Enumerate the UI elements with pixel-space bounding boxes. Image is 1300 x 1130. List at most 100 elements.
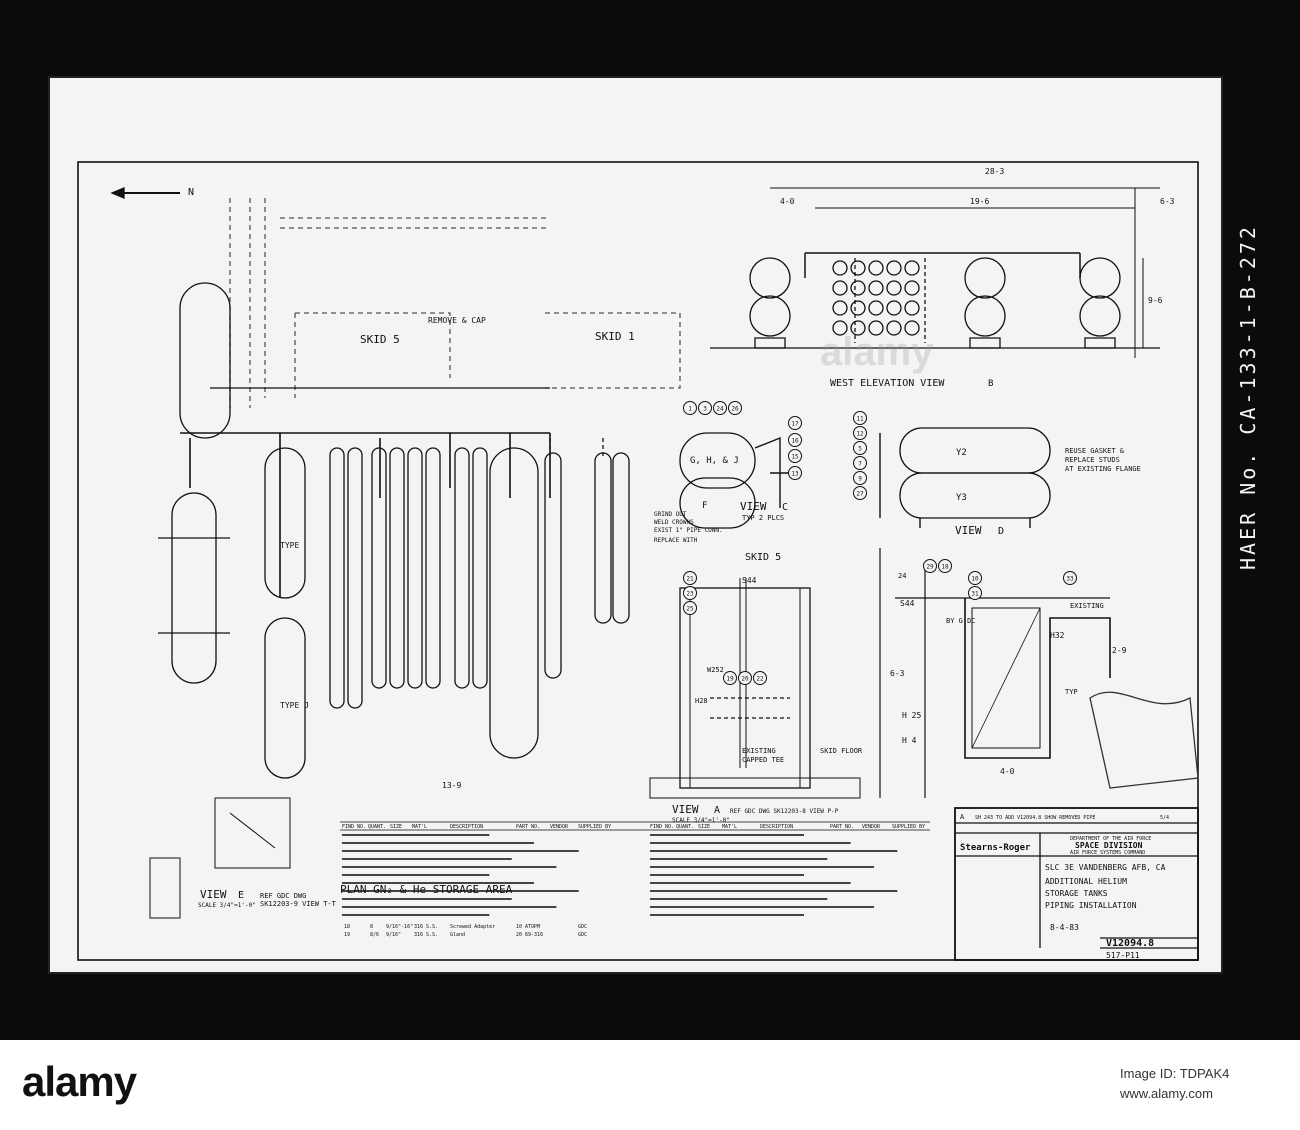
bom-h-matl: MAT'L: [412, 824, 427, 830]
bom-row-line: [650, 834, 804, 836]
bom-rh-sup: SUPPLIED BY: [892, 824, 925, 830]
bom-19-desc: Gland: [450, 932, 465, 938]
view-e-title: VIEW: [200, 888, 227, 901]
view-a-ref: REF GDC DWG SK12203-8 VIEW P-P: [730, 808, 839, 815]
drawing-number: V12094.8: [1106, 938, 1154, 949]
small-cylinder: [850, 320, 866, 336]
skid5-label: SKID 5: [360, 333, 400, 346]
callout-number: 3: [703, 406, 707, 413]
dim-4-0: 4-0: [780, 197, 795, 206]
small-cylinder: [904, 320, 920, 336]
view-d-title: VIEW: [955, 524, 982, 537]
h28-label: H28: [695, 697, 708, 705]
site-name: SLC 3E VANDENBERG AFB, CA: [1045, 863, 1166, 872]
dim-6-3: 6-3: [1160, 197, 1175, 206]
tank-f-label: F: [702, 501, 707, 511]
dim-4-0b: 4-0: [1000, 767, 1015, 776]
callout-circle: [683, 401, 697, 415]
bom-h-vendor: VENDOR: [550, 824, 569, 830]
dim-6-3b: 6-3: [890, 669, 905, 678]
tank-y2-label: Y2: [956, 448, 967, 458]
small-cylinder: [886, 260, 902, 276]
tank-ghj-label: G, H, & J: [690, 456, 739, 466]
view-c-sub: TYP 2 PLCS: [742, 514, 784, 522]
callout-circle: [788, 466, 802, 480]
existing-capped-label: EXISTING: [742, 747, 776, 755]
callout-number: 12: [856, 431, 864, 438]
small-cylinder: [886, 280, 902, 296]
callout-circle: [683, 571, 697, 585]
callout-number: 5: [858, 446, 862, 453]
bom-h-desc: DESCRIPTION: [450, 824, 483, 830]
dept-name: DEPARTMENT OF THE AIR FORCE: [1070, 836, 1151, 842]
view-c-tag: C: [782, 502, 788, 513]
rev-date: 5/4: [1160, 815, 1169, 821]
bom-rh-size: SIZE: [698, 824, 710, 830]
callout-circle: [698, 401, 712, 415]
callout-number: 27: [856, 491, 864, 498]
bom-row-line: [342, 866, 557, 868]
rev-letter: A: [960, 813, 965, 821]
bom-19-mat: 316 S.S.: [414, 932, 438, 938]
bom-right-header: FIND NO. QUANT. SIZE MAT'L DESCRIPTION P…: [650, 824, 925, 830]
callout-circle: [788, 433, 802, 447]
small-cylinder: [832, 280, 848, 296]
small-cylinder: [886, 300, 902, 316]
bom-rh-desc: DESCRIPTION: [760, 824, 793, 830]
view-a-title: VIEW: [672, 803, 699, 816]
small-cylinder: [832, 320, 848, 336]
callout-number: 29: [926, 564, 934, 571]
plan-title: PLAN GN₂ & He STORAGE AREA: [340, 883, 513, 896]
callout-number: 9: [858, 476, 862, 483]
callout-number: 19: [726, 676, 734, 683]
callout-circle: [853, 456, 867, 470]
callout-circle: [968, 571, 982, 585]
bom-19-qty: 8/6: [370, 932, 379, 938]
dim-24: 24: [898, 572, 906, 580]
title-line-1: ADDITIONAL HELIUM: [1045, 877, 1127, 886]
h4-label: H 4: [902, 736, 917, 745]
division-name: SPACE DIVISION: [1075, 841, 1143, 850]
small-cylinder: [850, 260, 866, 276]
bom-rows-graphic: [342, 834, 898, 916]
bom-row-line: [342, 874, 490, 876]
stock-banner: [0, 1040, 1300, 1130]
callout-circle: [738, 671, 752, 685]
west-elevation-tag: B: [988, 379, 993, 389]
s44b-label: S44: [900, 599, 915, 608]
callout-number: 22: [756, 676, 764, 683]
view-e-scale: SCALE 3/4"=1'-0": [198, 902, 256, 909]
bom-row-line: [342, 914, 490, 916]
h25-label: H 25: [902, 711, 921, 720]
callout-number: 31: [971, 591, 979, 598]
bom-row-line: [342, 834, 490, 836]
tank-y3-label: Y3: [956, 493, 967, 503]
callout-circle: [723, 671, 737, 685]
callout-number: 25: [686, 606, 694, 613]
bom-rh-matl: MAT'L: [722, 824, 737, 830]
small-cylinder: [886, 320, 902, 336]
bom-row-line: [650, 874, 804, 876]
small-cylinder: [850, 280, 866, 296]
bom-row-line: [342, 882, 535, 884]
bom-row-line: [650, 882, 851, 884]
h32-label: H32: [1050, 631, 1065, 640]
bom-row-line: [342, 906, 557, 908]
s44-label: S44: [742, 576, 757, 585]
callout-circle: [853, 471, 867, 485]
callout-number: 11: [856, 416, 864, 423]
callout-number: 17: [791, 421, 799, 428]
skid5-a-label: SKID 5: [745, 552, 781, 563]
callout-number: 24: [716, 406, 724, 413]
dim-9-6: 9-6: [1148, 296, 1163, 305]
bom-row-line: [650, 898, 828, 900]
engineering-drawing-sheet: N SKID 5 SKID 1 REMOVE & CAP TYPE TYPE J…: [48, 76, 1223, 974]
small-cylinder: [868, 260, 884, 276]
alamy-watermark: alamy: [820, 330, 934, 374]
bom-18-part: 10 ATOPM: [516, 924, 540, 930]
bom-row-line: [342, 858, 512, 860]
sheet-number: 517-P11: [1106, 951, 1140, 960]
bom-row-18: 18 8 9/16"-16" 316 S.S. Screwed Adapter …: [344, 924, 587, 930]
callout-circle: [968, 586, 982, 600]
